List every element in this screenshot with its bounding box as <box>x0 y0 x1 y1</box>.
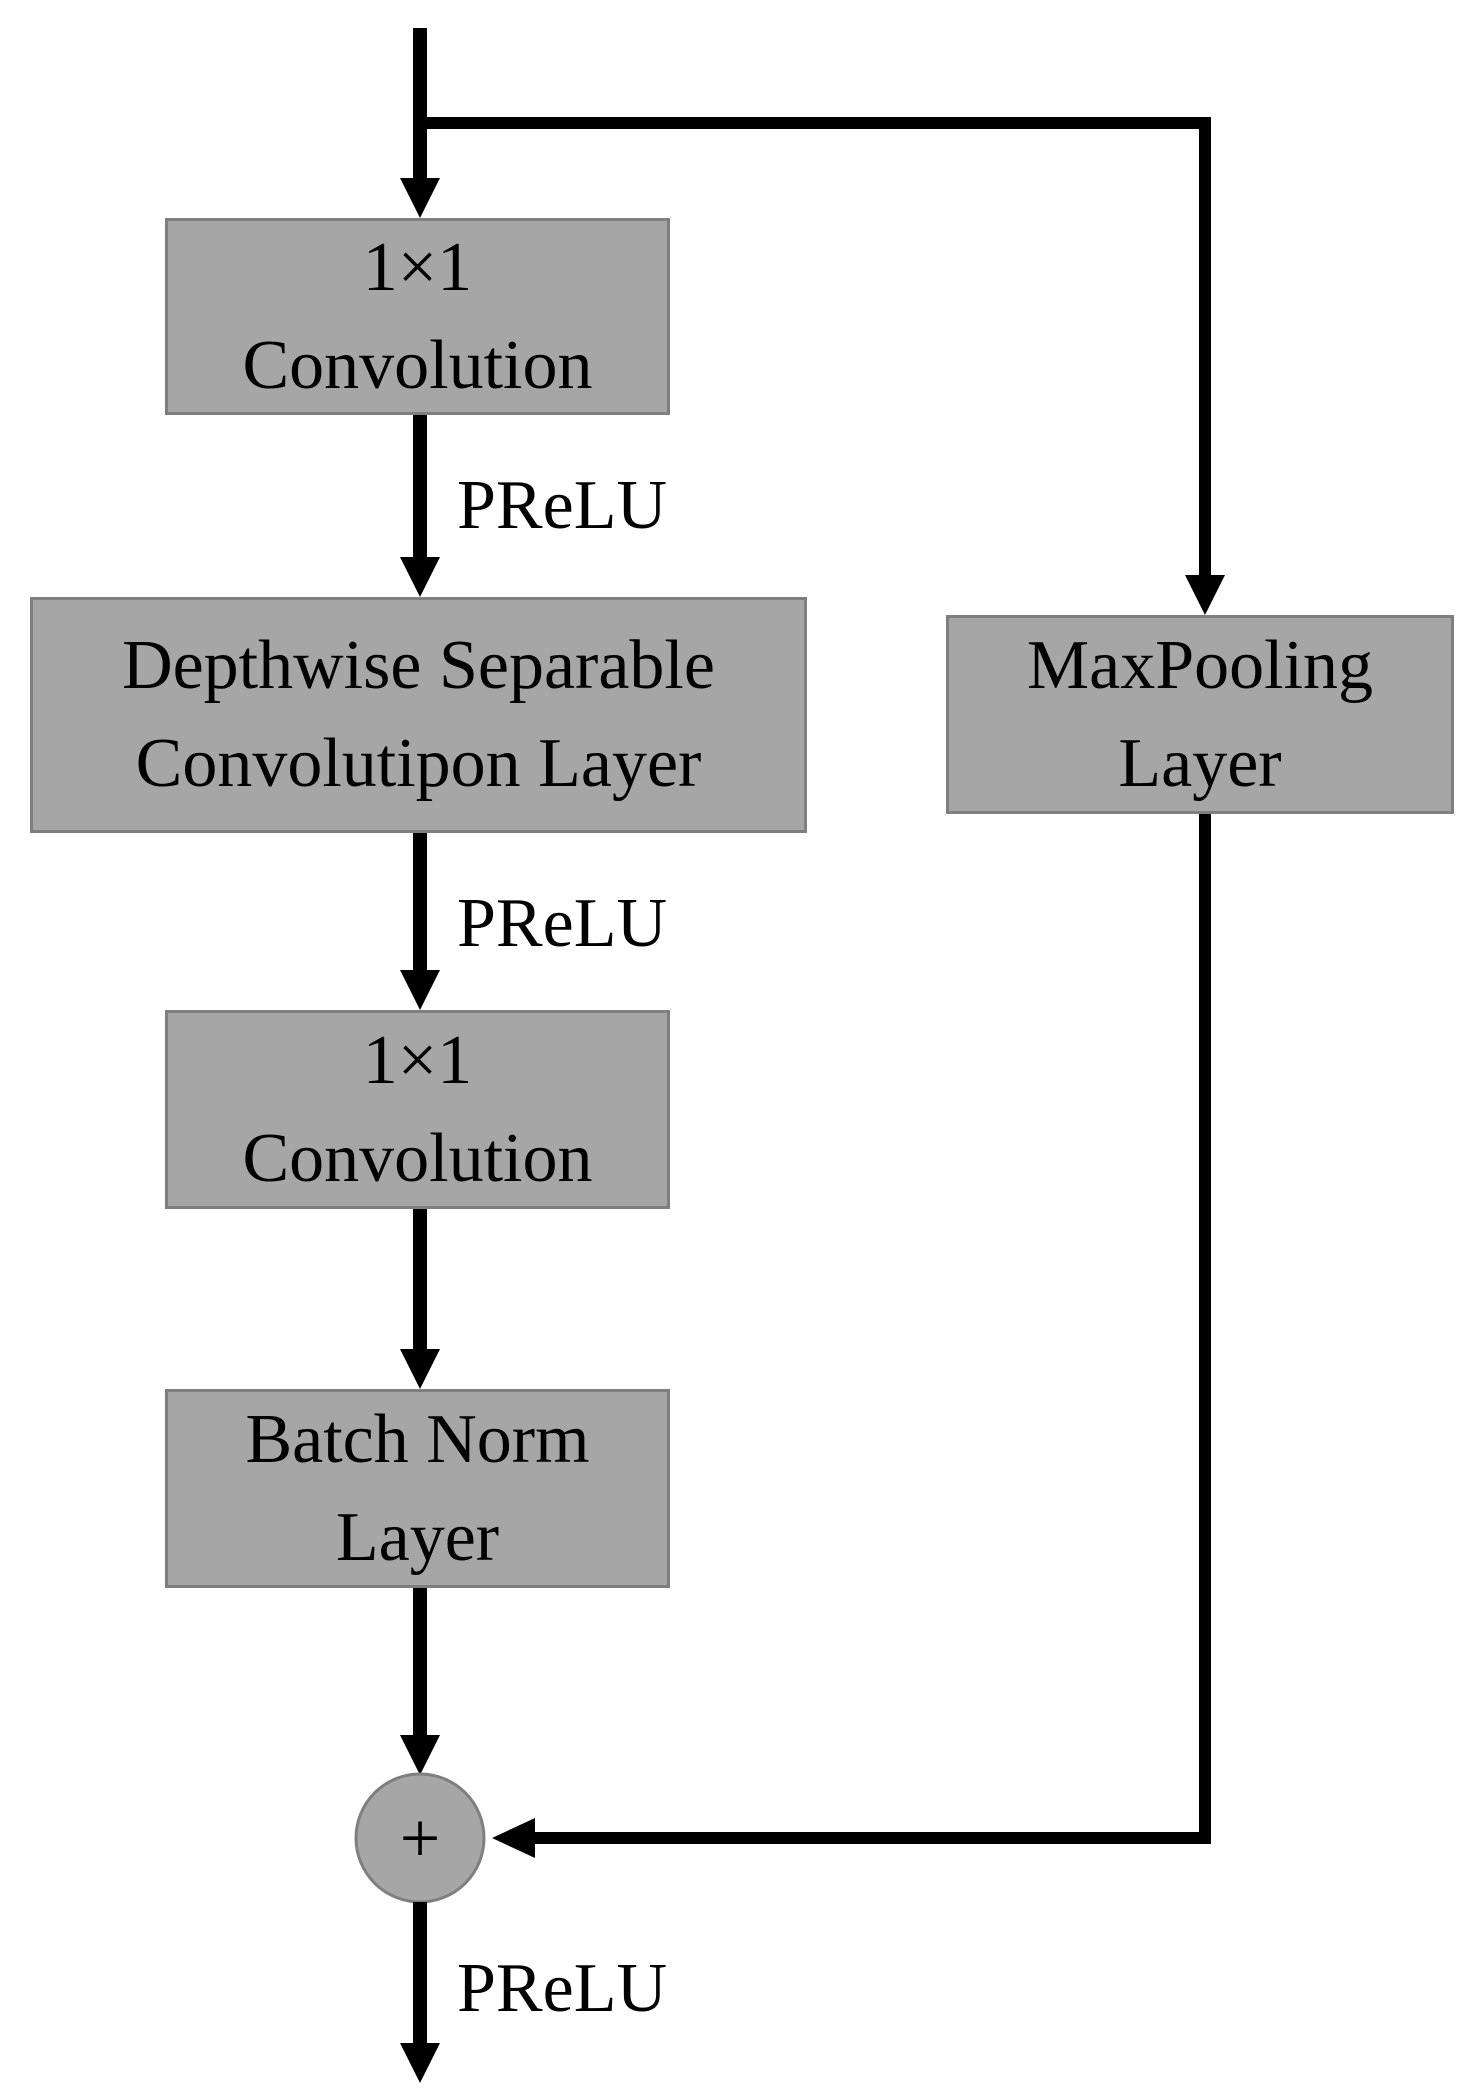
skip-connection-top <box>420 117 1211 580</box>
maxpool-line2: Layer <box>1118 724 1282 802</box>
conv1-line1: 1×1 <box>362 228 473 306</box>
dwsep-arrowhead <box>400 557 440 597</box>
bn-line1: Batch Norm <box>245 1400 590 1478</box>
conv1x1-box-bottom: 1×1 Convolution <box>165 1010 670 1209</box>
output-arrowhead <box>400 2043 440 2083</box>
bn-arrowhead <box>400 1349 440 1389</box>
add-arrowhead <box>400 1735 440 1775</box>
conv2-line2: Convolution <box>242 1119 593 1197</box>
bn-line2: Layer <box>335 1498 500 1576</box>
input-arrowhead <box>400 178 440 218</box>
dwsep-line1: Depthwise Separable <box>122 627 715 704</box>
maxpool-arrowhead <box>1185 575 1225 615</box>
dwsep-line2: Convolutipon Layer <box>135 725 702 802</box>
conv2-arrowhead <box>400 970 440 1010</box>
prelu-label-2: PReLU <box>457 885 667 962</box>
maxpooling-box: MaxPooling Layer <box>946 615 1454 814</box>
maxpool-line1: MaxPooling <box>1026 626 1374 704</box>
add-side-arrowhead <box>492 1818 535 1858</box>
skip-connection-bottom <box>530 814 1211 1844</box>
add-symbol: + <box>400 1798 441 1878</box>
conv1-line2: Convolution <box>242 326 593 404</box>
batch-norm-box: Batch Norm Layer <box>165 1389 670 1588</box>
depthwise-separable-box: Depthwise Separable Convolutipon Layer <box>30 597 807 833</box>
conv1x1-box-top: 1×1 Convolution <box>165 218 670 415</box>
prelu-label-1: PReLU <box>457 467 667 544</box>
conv2-line1: 1×1 <box>362 1021 473 1099</box>
prelu-label-output: PReLU <box>457 1950 667 2027</box>
